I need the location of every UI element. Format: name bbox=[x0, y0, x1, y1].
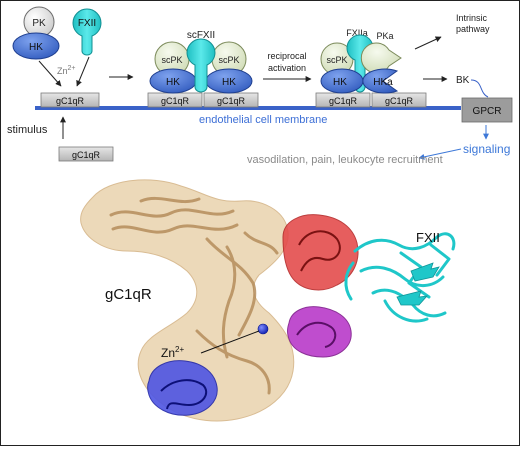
hk-label-right: HK bbox=[222, 77, 236, 88]
bk-to-gpcr-connector bbox=[470, 79, 489, 98]
stage-1-free-proteins: PK HK FXII Zn2+ gC1qR bbox=[12, 6, 102, 108]
zn-ion-sphere bbox=[257, 323, 269, 335]
gc1qr-label-2b: gC1qR bbox=[217, 96, 246, 106]
gpcr-label: GPCR bbox=[473, 106, 502, 117]
hka-label: HKa bbox=[373, 77, 393, 88]
gc1qr-surface bbox=[80, 179, 295, 422]
fxii-ribbon bbox=[344, 232, 456, 323]
scfxii-label: scFXII bbox=[187, 30, 215, 41]
membrane-label: endothelial cell membrane bbox=[199, 114, 327, 126]
gpcr-receptor bbox=[461, 97, 513, 123]
arrow-fxii-to-gc1qr bbox=[76, 56, 90, 87]
pka-molecule bbox=[360, 42, 402, 74]
zn-structure-label: Zn2+ bbox=[161, 345, 184, 360]
fxii-label: FXII bbox=[78, 18, 96, 29]
fxii-sheets bbox=[396, 262, 440, 306]
blue-binding-domain bbox=[147, 360, 218, 416]
hka-molecule bbox=[362, 68, 399, 94]
gc1qr-receptor-1 bbox=[40, 92, 100, 108]
gc1qr-label-stimulus: gC1qR bbox=[72, 150, 101, 160]
arrow-signaling-to-outcomes bbox=[418, 148, 462, 160]
stage-2-scfxii-complex: scFXII gC1qR gC1qR scPK scPK HK HK bbox=[147, 30, 259, 108]
scpk-label-left: scPK bbox=[161, 55, 182, 65]
gc1qr-structure-label: gC1qR bbox=[105, 286, 152, 303]
gc1qr-receptor-3b bbox=[371, 92, 427, 108]
hk-label-left: HK bbox=[166, 77, 180, 88]
gc1qr-label-3a: gC1qR bbox=[329, 96, 358, 106]
arrow-to-intrinsic bbox=[414, 36, 442, 50]
zn-label-top: Zn2+ bbox=[57, 65, 76, 76]
gc1qr-label-3b: gC1qR bbox=[385, 96, 414, 106]
scfxii-molecule bbox=[186, 38, 216, 93]
blue-domain-loop bbox=[160, 379, 208, 410]
arrow-hk-to-gc1qr bbox=[38, 60, 62, 87]
purple-domain-loop bbox=[296, 321, 337, 348]
red-domain-loop bbox=[298, 230, 341, 272]
intrinsic-label-2: pathway bbox=[456, 24, 490, 34]
scpk-label-right: scPK bbox=[218, 55, 239, 65]
signaling-label: signaling bbox=[463, 142, 510, 156]
reciprocal-label-1: reciprocal bbox=[267, 51, 306, 61]
hk-label: HK bbox=[29, 42, 43, 53]
outcomes-label: vasodilation, pain, leukocyte recruitmen… bbox=[247, 154, 443, 166]
reciprocal-label-2: activation bbox=[268, 63, 306, 73]
bk-label: BK bbox=[456, 75, 470, 86]
intrinsic-label-1: Intrinsic bbox=[456, 13, 488, 23]
scpk-label-stage3: scPK bbox=[326, 55, 347, 65]
hk-ellipse bbox=[12, 32, 60, 60]
gc1qr-ribbons bbox=[109, 196, 279, 395]
zn-pointer-line bbox=[200, 330, 260, 354]
gc1qr-receptor-stimulus bbox=[58, 146, 114, 162]
fxii-structure-label: FXII bbox=[416, 230, 440, 245]
fxii-molecule bbox=[72, 8, 102, 56]
hk-label-stage3: HK bbox=[333, 77, 347, 88]
molecular-structure bbox=[80, 179, 456, 422]
gc1qr-label-2a: gC1qR bbox=[161, 96, 190, 106]
purple-binding-domain bbox=[287, 306, 352, 358]
pka-label: PKa bbox=[376, 31, 393, 41]
pk-label: PK bbox=[32, 18, 46, 29]
gc1qr-label-1: gC1qR bbox=[56, 96, 85, 106]
stage-3-activated-complex: FXIIa PKa gC1qR gC1qR scPK HK HKa bbox=[315, 28, 427, 108]
stimulus-label: stimulus bbox=[7, 124, 48, 136]
fxiia-label: FXIIa bbox=[346, 28, 368, 38]
